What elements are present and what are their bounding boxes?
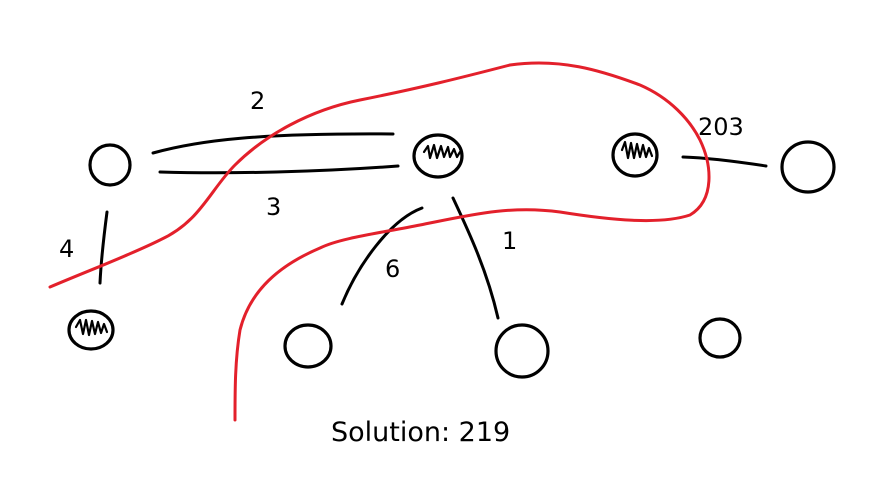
edge-labels: 2 3 4 6 1 203: [59, 87, 744, 283]
edges: [98, 132, 768, 320]
edge-weight-3: [158, 164, 400, 175]
node-bottom-right: [698, 317, 742, 359]
label-edge-3: 3: [266, 193, 281, 221]
label-edge-1: 1: [502, 227, 517, 255]
node-bottom-center-left: [283, 323, 333, 369]
node-bottom-left-scribble: [74, 318, 109, 337]
nodes: [67, 132, 836, 379]
node-far-right: [780, 140, 836, 194]
label-edge-6: 6: [385, 255, 400, 283]
node-top-center-scribble: [422, 143, 462, 160]
label-edge-2: 2: [250, 87, 265, 115]
edge-weight-4: [98, 210, 109, 285]
edge-weight-1: [451, 196, 500, 320]
label-edge-203: 203: [698, 113, 744, 141]
solution-text: Solution: 219: [331, 417, 510, 448]
edge-weight-203: [681, 155, 768, 168]
edge-weight-2: [151, 132, 395, 155]
label-edge-4: 4: [59, 235, 74, 263]
edge-weight-6: [340, 206, 424, 306]
cut-curve: [48, 61, 711, 422]
node-top-right-scribble: [620, 140, 654, 160]
node-top-left: [88, 143, 132, 187]
node-bottom-center-right: [494, 323, 550, 379]
